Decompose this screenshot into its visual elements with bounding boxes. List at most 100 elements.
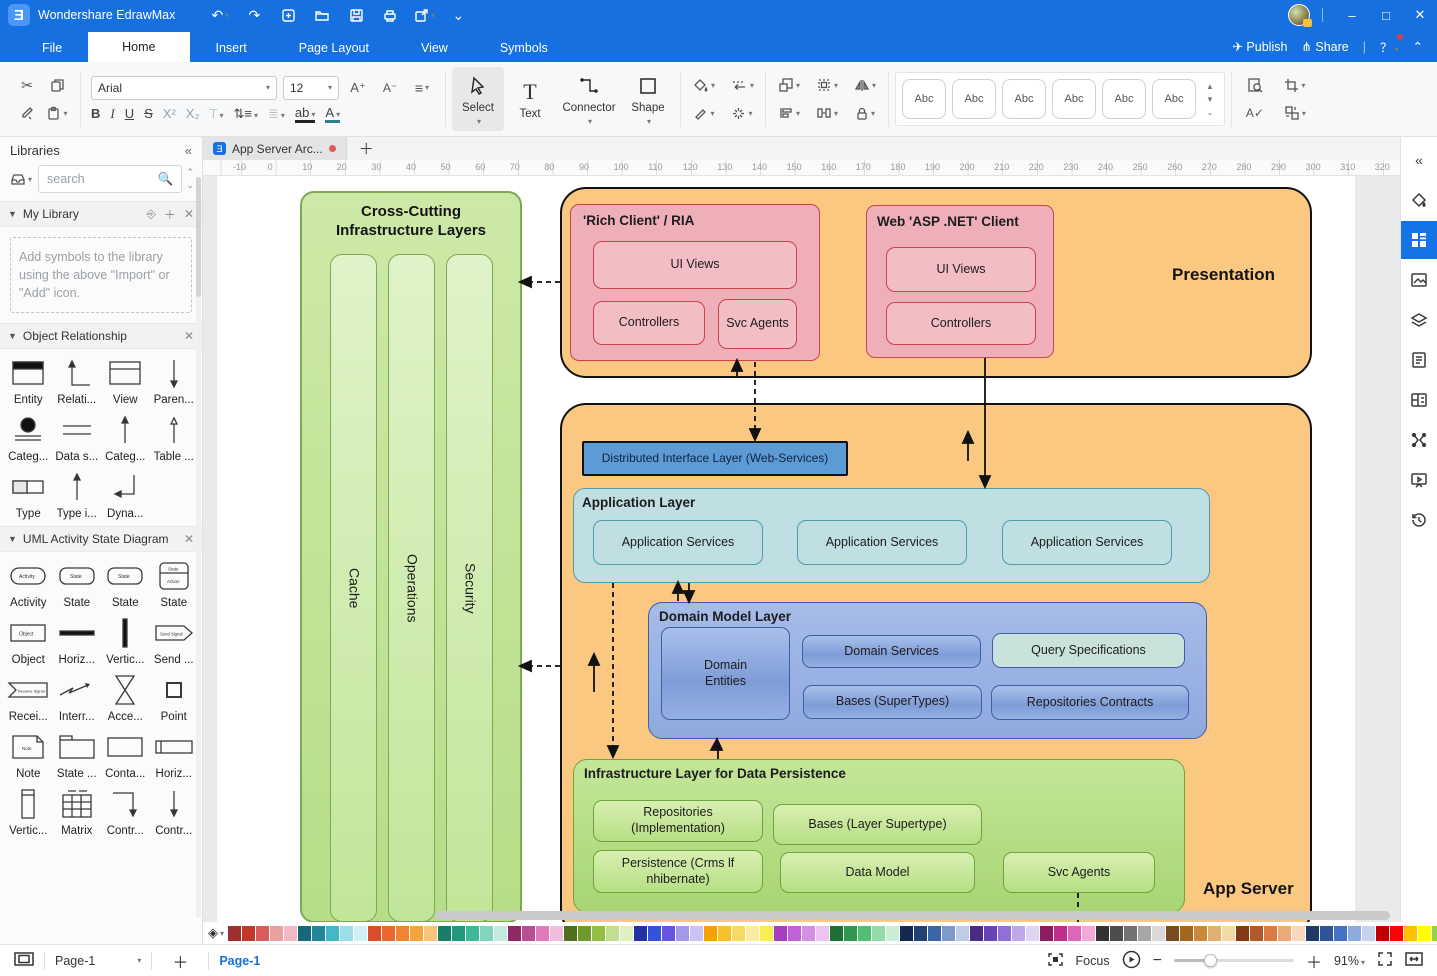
palette-swatch[interactable] — [1278, 926, 1291, 941]
symbol-control-flow-bend[interactable]: Contr... — [101, 786, 150, 837]
palette-swatch[interactable] — [1404, 926, 1417, 941]
palette-swatch[interactable] — [1432, 926, 1437, 941]
palette-swatch[interactable] — [732, 926, 745, 941]
rich-client-ui-views[interactable]: UI Views — [593, 241, 797, 289]
palette-swatch[interactable] — [1418, 926, 1431, 941]
domain-services[interactable]: Domain Services — [802, 635, 981, 668]
bases-layer-supertype[interactable]: Bases (Layer Supertype) — [773, 804, 982, 845]
security-bar[interactable]: Security — [446, 254, 493, 922]
style-preset-1[interactable]: Abc — [902, 79, 946, 119]
application-services-2[interactable]: Application Services — [797, 520, 967, 565]
zoom-slider[interactable] — [1174, 959, 1294, 962]
palette-swatch[interactable] — [1040, 926, 1053, 941]
palette-swatch[interactable] — [830, 926, 843, 941]
library-scrollbar[interactable] — [196, 177, 201, 917]
select-tool[interactable]: Select▾ — [452, 67, 504, 131]
symbol-entity[interactable]: Entity — [4, 355, 53, 406]
user-avatar[interactable] — [1288, 4, 1310, 26]
palette-swatch[interactable] — [774, 926, 787, 941]
palette-swatch[interactable] — [298, 926, 311, 941]
symbol-category-arrow[interactable]: Categ... — [101, 412, 150, 463]
effects-button[interactable]: ▾ — [729, 101, 755, 125]
text-tool[interactable]: T Text — [504, 67, 556, 131]
palette-swatch[interactable] — [942, 926, 955, 941]
palette-swatch[interactable] — [228, 926, 241, 941]
palette-swatch[interactable] — [340, 926, 353, 941]
palette-swatch[interactable] — [396, 926, 409, 941]
section-uml-activity[interactable]: ▼ UML Activity State Diagram ✕ — [0, 526, 202, 552]
palette-swatch[interactable] — [648, 926, 661, 941]
minimize-button[interactable]: – — [1335, 2, 1369, 28]
symbol-library-icon[interactable] — [1401, 221, 1437, 259]
web-client-ui-views[interactable]: UI Views — [886, 247, 1036, 292]
spellcheck-button[interactable]: A✓ — [1242, 101, 1268, 125]
query-specifications[interactable]: Query Specifications — [992, 633, 1185, 668]
find-button[interactable] — [1242, 73, 1268, 97]
palette-swatch[interactable] — [1124, 926, 1137, 941]
palette-swatch[interactable] — [1362, 926, 1375, 941]
copy-button[interactable] — [44, 73, 70, 97]
close-library-icon[interactable]: ✕ — [184, 207, 194, 221]
symbol-category[interactable]: Categ... — [4, 412, 53, 463]
superscript-button[interactable]: X² — [163, 106, 176, 121]
application-services-1[interactable]: Application Services — [593, 520, 763, 565]
palette-swatch[interactable] — [1250, 926, 1263, 941]
palette-swatch[interactable] — [424, 926, 437, 941]
distribute-button[interactable]: ▾ — [814, 101, 840, 125]
palette-swatch[interactable] — [368, 926, 381, 941]
replace-button[interactable]: ▾ — [1282, 101, 1308, 125]
tab-home[interactable]: Home — [88, 32, 189, 62]
palette-swatch[interactable] — [522, 926, 535, 941]
palette-swatch[interactable] — [914, 926, 927, 941]
symbol-view[interactable]: View — [101, 355, 150, 406]
layers-panel-icon[interactable] — [1401, 301, 1437, 339]
font-color-button[interactable]: A▾ — [325, 105, 340, 123]
zoom-level[interactable]: 91%▾ — [1334, 954, 1365, 968]
fullscreen-button[interactable] — [1377, 951, 1393, 970]
palette-swatch[interactable] — [1054, 926, 1067, 941]
bold-button[interactable]: B — [91, 106, 100, 121]
tab-insert[interactable]: Insert — [190, 34, 273, 62]
text-case-button[interactable]: T▾ — [210, 106, 224, 121]
palette-swatch[interactable] — [760, 926, 773, 941]
zoom-slider-handle[interactable] — [1204, 954, 1217, 967]
align-objects-button[interactable]: ▾ — [776, 101, 802, 125]
lock-button[interactable]: ▾ — [852, 101, 878, 125]
palette-swatch[interactable] — [1264, 926, 1277, 941]
cut-button[interactable]: ✂ — [14, 73, 40, 97]
symbol-interrupt[interactable]: Interr... — [53, 672, 102, 723]
palette-swatch[interactable] — [578, 926, 591, 941]
symbol-vertical-bar[interactable]: Vertic... — [101, 615, 150, 666]
palette-swatch[interactable] — [984, 926, 997, 941]
palette-swatch[interactable] — [788, 926, 801, 941]
symbol-receive-signal[interactable]: Receive SignalRecei... — [4, 672, 53, 723]
symbol-state-2[interactable]: StateState — [101, 558, 150, 609]
underline-button[interactable]: U — [125, 106, 134, 121]
new-tab-button[interactable]: ＋ — [347, 138, 386, 159]
style-gallery-down[interactable]: ▼ — [1206, 95, 1214, 104]
symbol-container[interactable]: Conta... — [101, 729, 150, 780]
palette-swatch[interactable] — [592, 926, 605, 941]
print-button[interactable] — [377, 4, 403, 26]
collapse-sidebar-icon[interactable]: « — [1401, 141, 1437, 179]
page-tab[interactable]: Page-1 — [219, 954, 260, 968]
palette-swatch[interactable] — [718, 926, 731, 941]
palette-swatch[interactable] — [242, 926, 255, 941]
close-section-icon[interactable]: ✕ — [184, 532, 194, 546]
add-library-icon[interactable]: ＋ — [164, 206, 176, 223]
persistence-box[interactable]: Persistence (Crms lf nhibernate) — [593, 850, 763, 893]
font-family-select[interactable]: Arial▾ — [91, 76, 277, 100]
close-section-icon[interactable]: ✕ — [184, 329, 194, 343]
scroll-down-button[interactable]: ⌄ — [186, 180, 194, 191]
new-document-button[interactable] — [275, 4, 301, 26]
distributed-interface-layer[interactable]: Distributed Interface Layer (Web-Service… — [582, 441, 848, 476]
style-preset-2[interactable]: Abc — [952, 79, 996, 119]
fill-color-button[interactable]: ▾ — [691, 73, 717, 97]
page-panel-toggle[interactable] — [14, 951, 34, 970]
data-model-box[interactable]: Data Model — [780, 852, 975, 893]
library-drawer-button[interactable]: ▾ — [8, 167, 34, 191]
palette-swatch[interactable] — [620, 926, 633, 941]
operations-bar[interactable]: Operations — [388, 254, 435, 922]
repositories-contracts[interactable]: Repositories Contracts — [991, 685, 1189, 720]
pen-style-button[interactable]: ▾ — [691, 101, 717, 125]
